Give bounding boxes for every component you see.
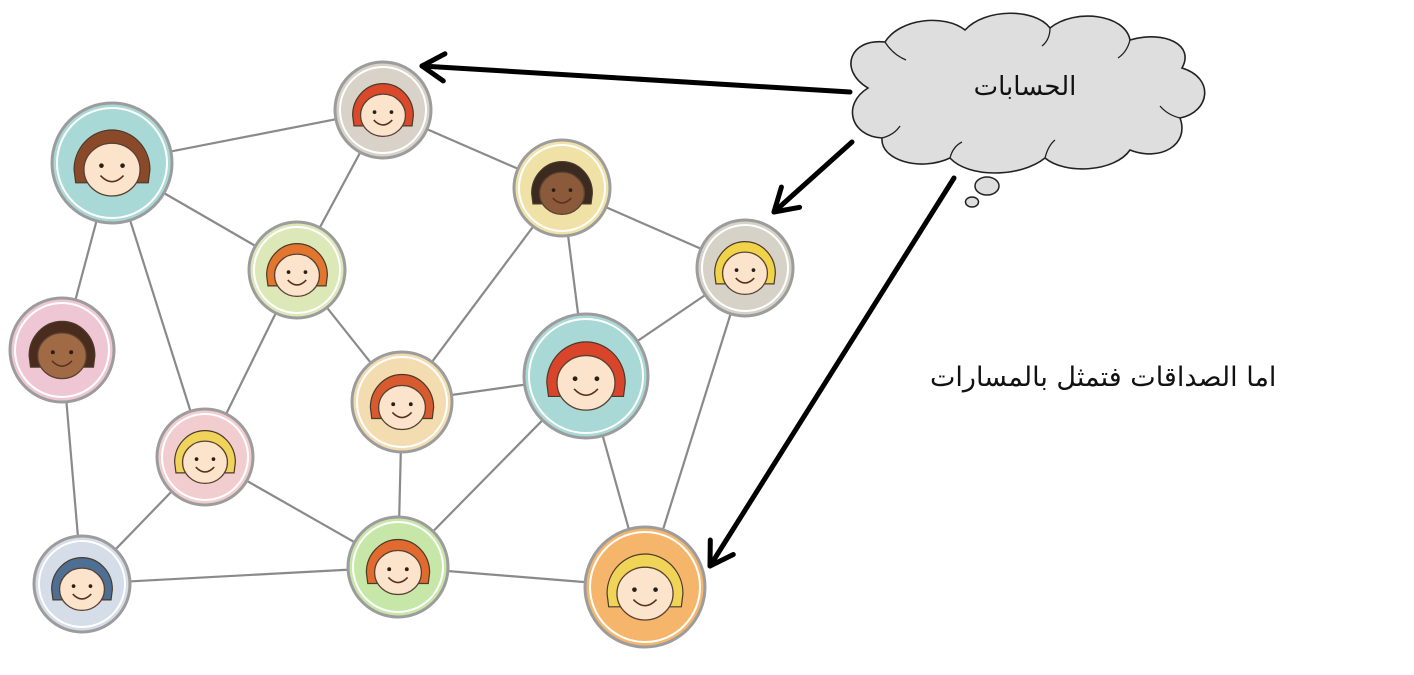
avatar-inner-ring — [339, 66, 427, 154]
callout-arrow-line — [707, 175, 957, 569]
avatar-inner-ring — [352, 521, 444, 613]
avatar-eye — [372, 110, 377, 114]
callout-label: الحسابات — [973, 72, 1077, 102]
friendship-caption: اما الصداقات فتمثل بالمسارات — [930, 362, 1277, 393]
avatar-curly-boy-icon — [512, 138, 612, 238]
arrowhead-icon — [771, 184, 803, 215]
avatar-eye — [551, 188, 556, 192]
avatar-inner-ring — [518, 144, 606, 232]
avatar-eye — [69, 350, 74, 355]
avatar-smile — [195, 466, 215, 473]
avatar-smile — [51, 360, 73, 367]
avatar-blond-child-icon — [155, 407, 255, 507]
avatar-eye — [211, 457, 216, 461]
avatar-face — [181, 440, 229, 485]
avatar-red-pigtails-girl-icon — [522, 312, 650, 440]
avatar-smile — [391, 411, 413, 419]
avatar-eye — [120, 163, 125, 168]
avatar-smile — [573, 388, 599, 397]
avatar-eye — [632, 587, 637, 592]
thought-cloud-callout — [850, 12, 1206, 208]
avatar-glasses-girl-icon — [50, 101, 174, 225]
avatar-dark-skin-child-icon — [8, 296, 116, 404]
thought-cloud-shape — [850, 12, 1206, 174]
thought-bubble-small — [964, 196, 980, 208]
avatar-smile — [99, 174, 125, 183]
avatar-face — [359, 93, 407, 138]
callout-arrow-line — [419, 63, 853, 95]
avatar-inner-ring — [38, 540, 126, 628]
callout-arrows — [419, 51, 957, 569]
avatar-face — [37, 332, 87, 380]
avatar-eye — [88, 584, 93, 588]
avatar-inner-ring — [701, 224, 789, 312]
avatar-eye — [387, 567, 392, 572]
friendship-edge — [81, 565, 399, 586]
avatar-redhead-girl-icon — [333, 60, 433, 160]
avatar-eye — [99, 163, 104, 168]
avatar-inner-ring — [356, 356, 448, 448]
avatar-blonde-pigtails-girl-icon — [583, 525, 707, 649]
avatar-eye — [734, 268, 739, 272]
avatar-eye — [50, 350, 55, 355]
avatar-eye — [71, 584, 76, 588]
avatar-smile — [287, 279, 307, 286]
avatar-eye — [751, 268, 756, 272]
avatar-face — [556, 354, 616, 411]
avatar-eye — [389, 110, 394, 114]
avatar-blond-boy-icon — [695, 218, 795, 318]
avatar-smile — [387, 576, 409, 584]
avatar-smile — [735, 277, 755, 284]
avatar-face — [721, 251, 769, 296]
avatar-smile — [632, 598, 658, 607]
avatar-eye — [391, 402, 396, 407]
avatar-ginger-child-icon — [350, 350, 454, 454]
avatar-face — [373, 549, 423, 596]
avatar-orange-hair-boy-icon — [247, 220, 347, 320]
avatar-redhead-boy-icon — [346, 515, 450, 619]
avatar-face — [538, 171, 586, 216]
avatar-face — [273, 253, 321, 298]
thought-cloud-inner-curls — [881, 27, 1181, 159]
avatar-inner-ring — [589, 531, 701, 643]
avatar-eye — [572, 376, 578, 382]
arrowhead-icon — [707, 537, 736, 569]
avatar-eye — [408, 402, 413, 407]
avatar-smile — [72, 593, 92, 600]
avatar-face — [377, 384, 427, 431]
avatar-eye — [653, 587, 658, 592]
avatar-face — [83, 142, 141, 197]
avatar-eye — [594, 376, 600, 382]
avatar-inner-ring — [528, 318, 644, 434]
avatar-face — [58, 567, 106, 612]
avatar-eye — [568, 188, 573, 192]
avatar-smile — [373, 119, 393, 126]
avatar-inner-ring — [14, 302, 110, 398]
avatar-blue-hair-child-icon — [32, 534, 132, 634]
avatar-inner-ring — [56, 107, 168, 219]
callout-arrow-line — [771, 139, 855, 215]
avatar-eye — [404, 567, 409, 572]
avatar-face — [616, 566, 674, 621]
avatar-eye — [194, 457, 199, 461]
account-nodes — [8, 60, 795, 649]
arrowhead-icon — [419, 51, 448, 84]
thought-bubble-large — [974, 176, 1000, 196]
avatar-inner-ring — [253, 226, 341, 314]
avatar-inner-ring — [161, 413, 249, 501]
avatar-smile — [552, 197, 572, 204]
avatar-eye — [286, 270, 291, 274]
avatar-eye — [303, 270, 308, 274]
